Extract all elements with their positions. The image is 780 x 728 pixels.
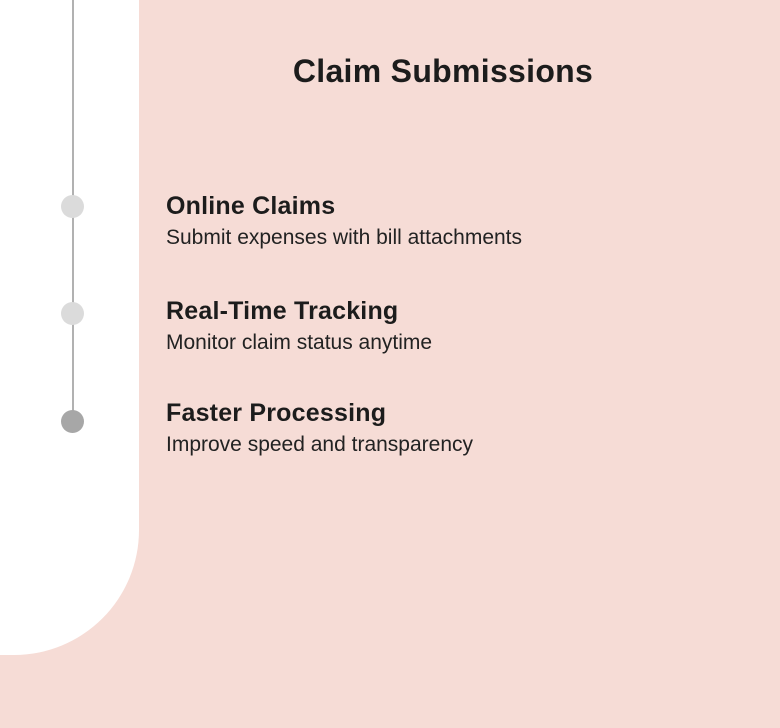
- page-title: Claim Submissions: [292, 53, 594, 89]
- left-panel: [0, 0, 139, 655]
- timeline-dot-2: [61, 302, 84, 325]
- feature-item-real-time-tracking: Real-Time Tracking Monitor claim status …: [166, 295, 726, 358]
- feature-description: Submit expenses with bill attachments: [166, 226, 523, 249]
- feature-heading: Faster Processing: [166, 399, 387, 427]
- feature-description: Monitor claim status anytime: [166, 331, 433, 354]
- feature-item-faster-processing: Faster Processing Improve speed and tran…: [166, 397, 726, 460]
- timeline-dot-3: [61, 410, 84, 433]
- feature-heading: Real-Time Tracking: [166, 297, 399, 325]
- timeline-dot-1: [61, 195, 84, 218]
- feature-item-online-claims: Online Claims Submit expenses with bill …: [166, 190, 726, 253]
- feature-heading: Online Claims: [166, 192, 336, 220]
- feature-description: Improve speed and transparency: [166, 433, 474, 456]
